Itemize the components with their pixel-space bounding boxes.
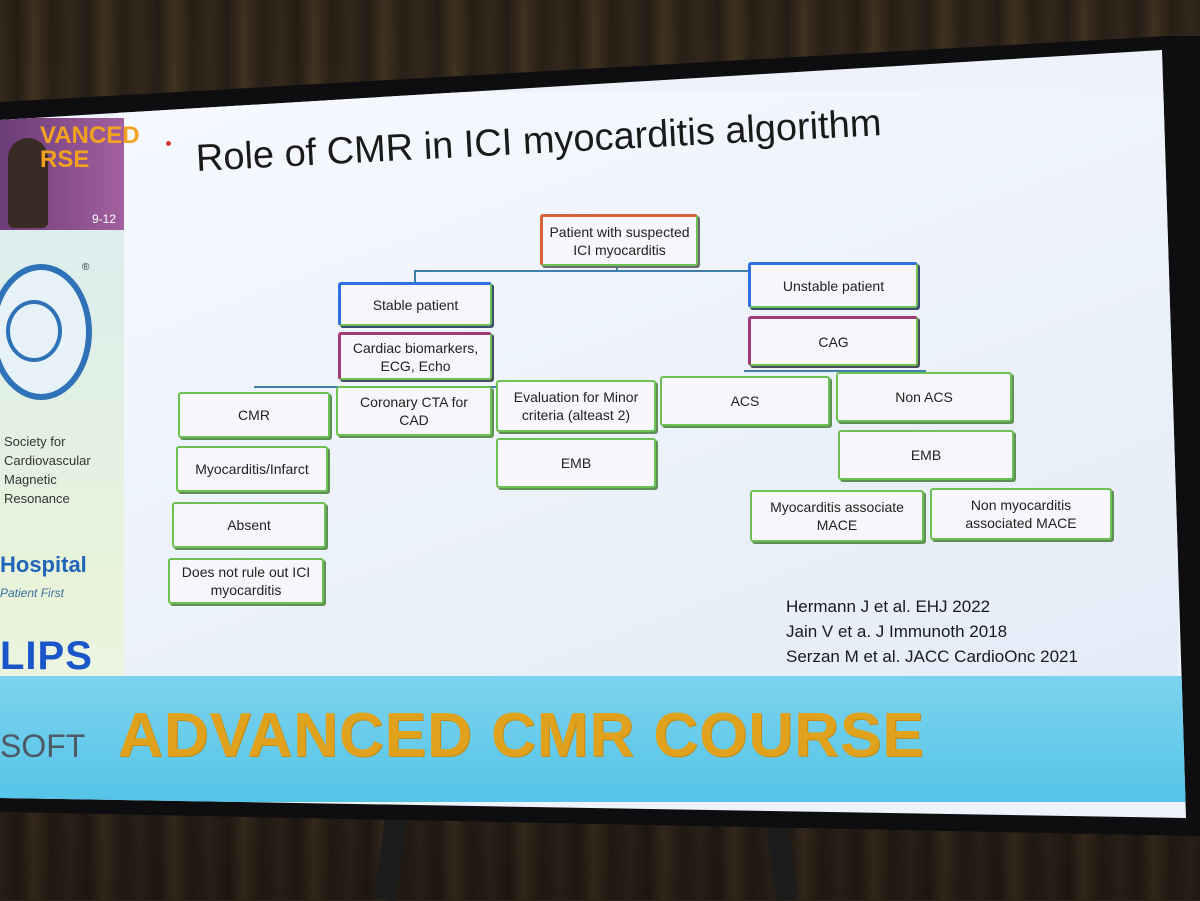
flow-node-myocarditis-mace: Myocarditis associate MACE	[750, 490, 924, 542]
video-caption-line2: RSE	[40, 146, 90, 173]
speaker-figure	[8, 138, 48, 228]
flow-node-non-acs: Non ACS	[836, 372, 1012, 422]
sponsor-logo: LIPS	[0, 634, 93, 678]
hospital-tagline: Patient First	[0, 586, 65, 600]
society-line: Magnetic	[4, 472, 57, 487]
hospital-logo: Hospital	[0, 552, 87, 577]
flow-node-coronary-cta: Coronary CTA for CAD	[336, 386, 492, 436]
flow-node-absent: Absent	[172, 502, 326, 548]
flow-node-does-not-rule-out: Does not rule out ICI myocarditis	[168, 558, 324, 604]
reference-item: Serzan M et al. JACC CardioOnc 2021	[786, 647, 1078, 666]
flow-node-acs: ACS	[660, 376, 830, 426]
connector-unstable-split	[744, 370, 926, 372]
society-name: Society for Cardiovascular Magnetic Reso…	[4, 432, 91, 508]
heart-logo-icon	[6, 300, 62, 362]
reference-item: Hermann J et al. EHJ 2022	[786, 597, 991, 616]
flow-node-biomarkers: Cardiac biomarkers, ECG, Echo	[338, 332, 492, 380]
reference-item: Jain V et a. J Immunoth 2018	[786, 622, 1008, 641]
flow-node-cmr: CMR	[178, 392, 330, 438]
flow-node-non-myocarditis-mace: Non myocarditis associated MACE	[930, 488, 1112, 540]
society-line: Cardiovascular	[4, 453, 91, 468]
connector-root	[616, 264, 618, 272]
laser-dot	[166, 141, 171, 146]
video-dates: 9-12	[92, 212, 117, 226]
sponsor-logo-2: SOFT	[0, 728, 86, 764]
registered-mark: ®	[82, 262, 90, 273]
course-banner	[0, 676, 1186, 802]
flow-node-emb-right: EMB	[838, 430, 1014, 480]
flow-node-emb-left: EMB	[496, 438, 656, 488]
references-list: Hermann J et al. EHJ 2022 Jain V et a. J…	[786, 594, 1078, 669]
society-line: Society for	[4, 434, 66, 449]
flow-node-root: Patient with suspected ICI myocarditis	[540, 214, 698, 266]
video-caption: VANCED RSE	[40, 124, 140, 172]
flow-node-myocarditis-infarct: Myocarditis/Infarct	[176, 446, 328, 492]
flow-node-stable: Stable patient	[338, 282, 492, 326]
connector-stable	[414, 270, 416, 282]
flow-node-minor-criteria: Evaluation for Minor criteria (alteast 2…	[496, 380, 656, 432]
connector-root-split	[414, 270, 832, 272]
society-line: Resonance	[4, 491, 70, 506]
flow-node-unstable: Unstable patient	[748, 262, 918, 308]
banner-title: ADVANCED CMR COURSE	[118, 701, 925, 770]
flow-node-cag: CAG	[748, 316, 918, 366]
video-caption-line1: VANCED	[40, 122, 140, 149]
